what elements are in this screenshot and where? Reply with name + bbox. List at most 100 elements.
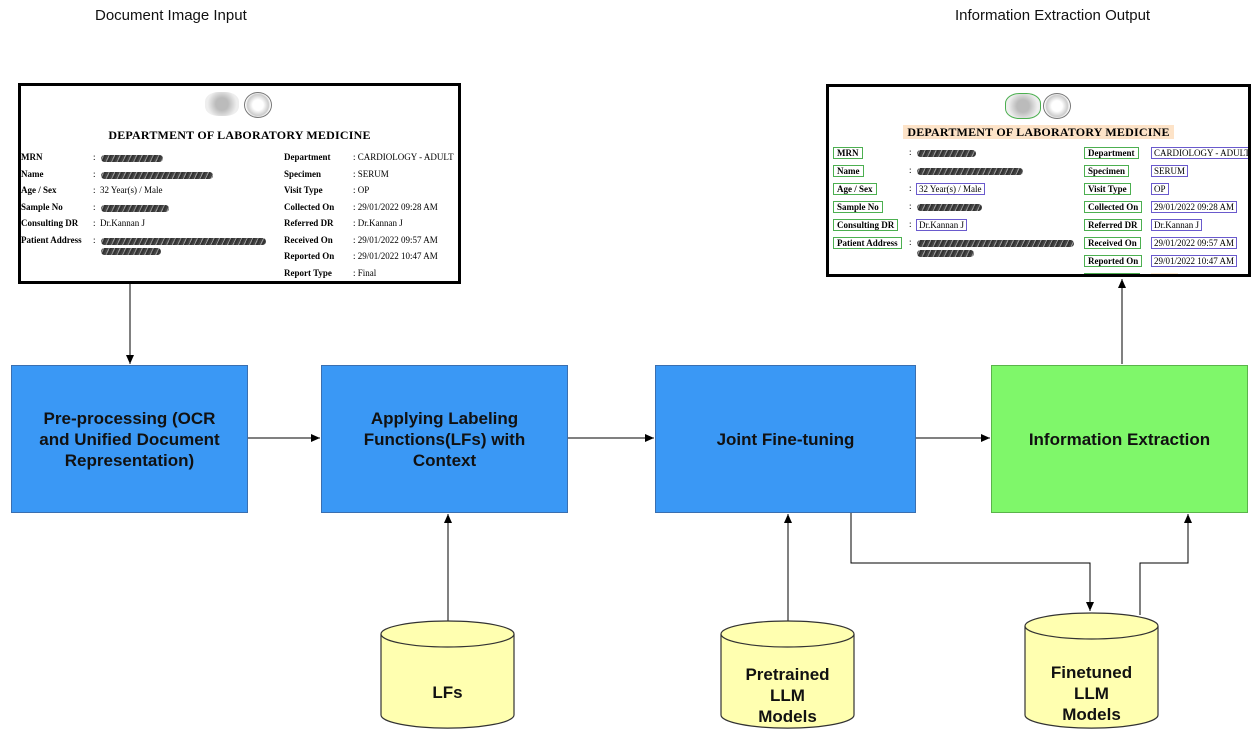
output-document-image: DEPARTMENT OF LABORATORY MEDICINE MRN: Na… bbox=[826, 84, 1251, 277]
seal-logo-icon bbox=[244, 92, 272, 118]
redacted-value bbox=[917, 240, 1074, 247]
field-label: Report Type bbox=[284, 267, 332, 278]
field-colon: : bbox=[909, 183, 912, 193]
field-label: Referred DR bbox=[284, 218, 334, 228]
field-label: Name bbox=[833, 165, 864, 177]
field-label: Patient Address bbox=[21, 234, 82, 245]
field-label: Name bbox=[21, 168, 44, 179]
arrow-finetuned-to-extraction bbox=[1139, 514, 1192, 615]
redacted-value bbox=[917, 250, 974, 257]
lfs-label: LFs bbox=[432, 683, 463, 702]
redacted-value bbox=[101, 237, 266, 245]
field-label: MRN bbox=[21, 152, 43, 162]
field-colon: : bbox=[909, 219, 912, 229]
field-label: Sample No bbox=[833, 201, 883, 213]
field-colon: : bbox=[909, 201, 912, 211]
field-label: Report Type bbox=[1084, 273, 1140, 274]
field-colon: : bbox=[909, 147, 912, 157]
finetuned-llm-database: Finetuned LLM Models bbox=[1024, 612, 1159, 730]
finetuned-llm-label: Finetuned LLM Models bbox=[1050, 663, 1133, 724]
field-label: Department bbox=[1084, 147, 1139, 159]
field-value: : Final bbox=[1151, 273, 1179, 274]
preprocessing-label: Pre-processing (OCR and Unified Document… bbox=[39, 408, 220, 470]
field-value: : Dr.Kannan J bbox=[353, 218, 403, 228]
input-document-image: DEPARTMENT OF LABORATORY MEDICINE MRN: Na… bbox=[18, 83, 461, 284]
field-label: Sample No bbox=[21, 201, 63, 212]
labeling-functions-box: Applying Labeling Functions(LFs) with Co… bbox=[321, 365, 568, 513]
field-label: Visit Type bbox=[1084, 183, 1131, 195]
lfs-database: LFs bbox=[380, 620, 515, 730]
redacted-value bbox=[917, 150, 976, 157]
pretrained-llm-label: Pretrained LLM Models bbox=[745, 665, 830, 726]
field-colon: : bbox=[93, 152, 96, 162]
arrow-finetuning-to-finetuned bbox=[850, 513, 1094, 611]
field-value: OP bbox=[1151, 183, 1169, 195]
redacted-value bbox=[101, 204, 169, 212]
information-extraction-box: Information Extraction bbox=[991, 365, 1248, 513]
output-caption: Information Extraction Output bbox=[955, 7, 1151, 24]
document-logos bbox=[829, 91, 1248, 121]
field-label: Consulting DR bbox=[833, 219, 899, 231]
field-value: : 29/01/2022 10:47 AM bbox=[353, 251, 438, 261]
document-logos bbox=[21, 90, 458, 120]
field-value: : 29/01/2022 09:28 AM bbox=[353, 201, 438, 212]
redacted-value bbox=[101, 247, 161, 255]
field-label: Referred DR bbox=[1084, 219, 1142, 231]
field-colon: : bbox=[909, 165, 912, 175]
field-value: CARDIOLOGY - ADULT bbox=[1151, 147, 1248, 159]
department-title: DEPARTMENT OF LABORATORY MEDICINE bbox=[829, 125, 1248, 140]
field-colon: : bbox=[93, 185, 96, 195]
field-label: Age / Sex bbox=[21, 185, 57, 195]
field-value: : CARDIOLOGY - ADULT bbox=[353, 152, 454, 162]
joint-finetuning-box: Joint Fine-tuning bbox=[655, 365, 916, 513]
field-label: Received On bbox=[284, 234, 333, 245]
field-value: : OP bbox=[353, 185, 370, 195]
preprocessing-box: Pre-processing (OCR and Unified Document… bbox=[11, 365, 248, 513]
labeling-functions-label: Applying Labeling Functions(LFs) with Co… bbox=[363, 408, 526, 470]
field-value: Dr.Kannan J bbox=[100, 218, 145, 228]
field-value: 32 Year(s) / Male bbox=[100, 185, 163, 195]
field-value: 29/01/2022 09:57 AM bbox=[1151, 237, 1238, 249]
field-colon: : bbox=[93, 168, 96, 179]
field-label: Specimen bbox=[284, 168, 321, 179]
redacted-value bbox=[101, 171, 213, 179]
field-colon: : bbox=[93, 234, 96, 245]
field-label: Department bbox=[284, 152, 331, 162]
field-label: Patient Address bbox=[833, 237, 902, 249]
field-colon: : bbox=[909, 237, 912, 247]
field-label: Specimen bbox=[1084, 165, 1129, 177]
information-extraction-label: Information Extraction bbox=[1028, 429, 1211, 449]
field-value: SERUM bbox=[1151, 165, 1189, 177]
field-value: Dr.Kannan J bbox=[1151, 219, 1202, 231]
field-value: 29/01/2022 09:28 AM bbox=[1151, 201, 1238, 213]
database-icon bbox=[720, 620, 855, 729]
department-title: DEPARTMENT OF LABORATORY MEDICINE bbox=[108, 128, 371, 142]
hospital-logo-icon bbox=[1005, 93, 1041, 119]
database-icon bbox=[1024, 612, 1159, 729]
pretrained-llm-database: Pretrained LLM Models bbox=[720, 620, 855, 730]
field-label: Collected On bbox=[1084, 201, 1143, 213]
field-label: Reported On bbox=[1084, 255, 1143, 267]
redacted-value bbox=[917, 204, 982, 211]
input-caption: Document Image Input bbox=[95, 7, 247, 24]
field-label: Received On bbox=[1084, 237, 1141, 249]
field-label: Collected On bbox=[284, 201, 335, 212]
field-colon: : bbox=[93, 201, 96, 212]
field-label: Age / Sex bbox=[833, 183, 877, 195]
field-label: Reported On bbox=[284, 251, 335, 261]
field-value: : 29/01/2022 09:57 AM bbox=[353, 234, 438, 245]
field-label: MRN bbox=[833, 147, 863, 159]
field-value: Dr.Kannan J bbox=[916, 219, 967, 231]
seal-logo-icon bbox=[1043, 93, 1071, 119]
field-colon: : bbox=[93, 218, 96, 228]
database-icon bbox=[380, 620, 515, 729]
field-value: 29/01/2022 10:47 AM bbox=[1151, 255, 1238, 267]
field-value: 32 Year(s) / Male bbox=[916, 183, 985, 195]
hospital-logo-icon bbox=[205, 92, 239, 116]
redacted-value bbox=[917, 168, 1024, 175]
field-value: : SERUM bbox=[353, 168, 389, 179]
redacted-value bbox=[101, 155, 163, 162]
field-value: : Final bbox=[353, 267, 377, 278]
field-label: Consulting DR bbox=[21, 218, 79, 228]
